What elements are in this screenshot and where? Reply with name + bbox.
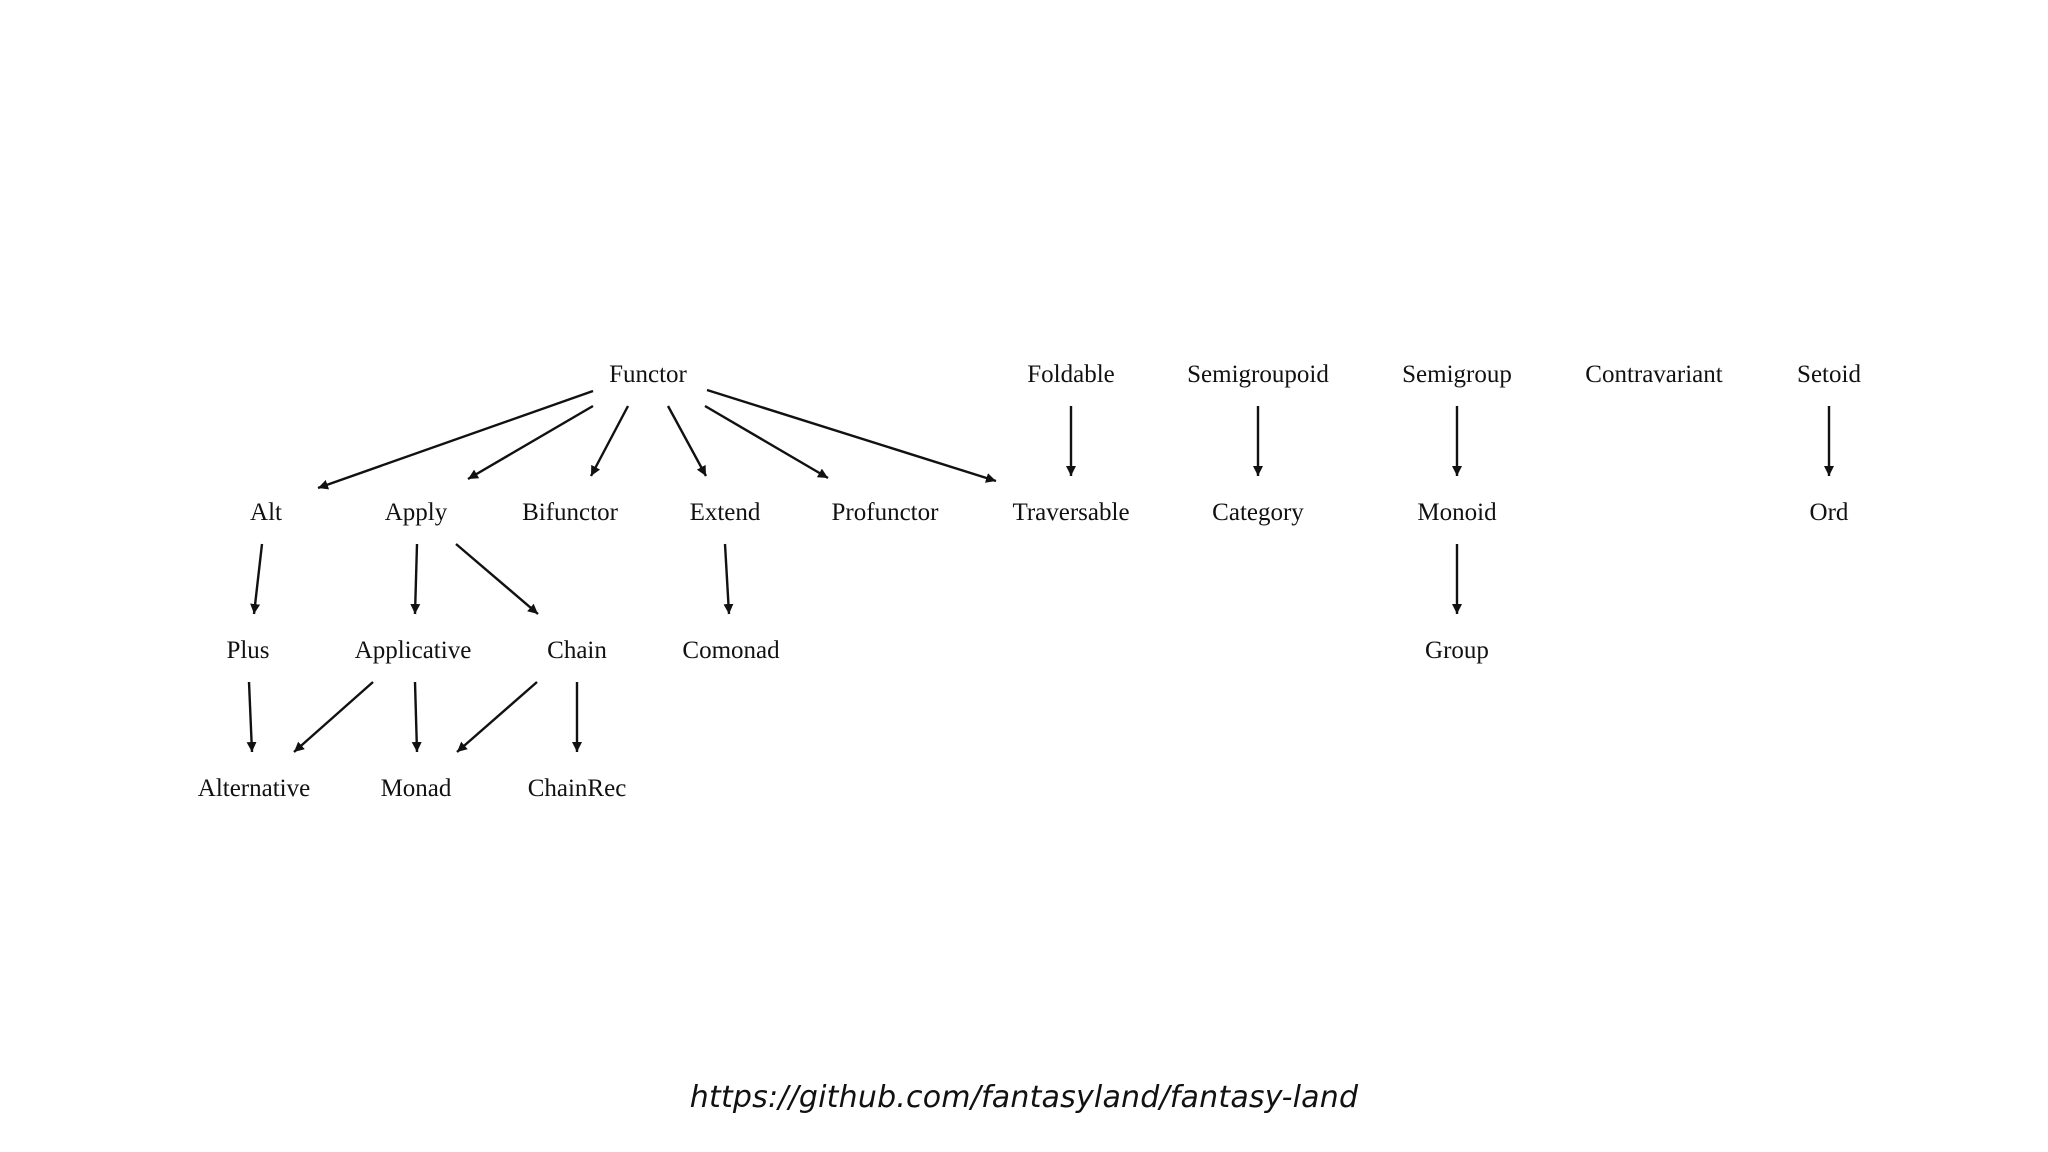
node-alt: Alt xyxy=(250,499,282,526)
edge-alt-to-plus xyxy=(250,543,264,615)
node-contravariant: Contravariant xyxy=(1585,361,1723,388)
node-bifunctor: Bifunctor xyxy=(522,499,618,526)
edge-chain-to-monad xyxy=(456,681,538,753)
edge-applicative-to-monad xyxy=(411,681,422,753)
node-plus: Plus xyxy=(226,637,269,664)
node-profunctor: Profunctor xyxy=(832,499,940,526)
node-monad: Monad xyxy=(381,775,452,802)
edge-functor-to-extend xyxy=(666,405,708,477)
edge-functor-to-alt xyxy=(317,389,594,490)
edge-extend-to-comonad xyxy=(723,543,734,615)
edge-functor-to-profunctor xyxy=(704,404,829,480)
nodes: Functor Foldable Semigroupoid Semigroup Cont… xyxy=(198,361,1862,802)
node-category: Category xyxy=(1212,499,1304,526)
edge-apply-to-applicative xyxy=(410,543,421,615)
edge-functor-to-traversable xyxy=(706,388,997,483)
node-applicative: Applicative xyxy=(355,637,472,664)
node-extend: Extend xyxy=(690,499,761,526)
node-semigroupoid: Semigroupoid xyxy=(1187,361,1329,388)
edge-apply-to-chain xyxy=(455,543,539,615)
node-traversable: Traversable xyxy=(1012,499,1129,526)
node-monoid: Monoid xyxy=(1417,499,1497,526)
source-url[interactable]: https://github.com/fantasyland/fantasy-l… xyxy=(689,1080,1359,1115)
node-apply: Apply xyxy=(385,499,448,526)
node-chainrec: ChainRec xyxy=(528,775,627,802)
edge-plus-to-alternative xyxy=(246,681,257,753)
edge-functor-to-apply xyxy=(467,404,594,481)
node-group: Group xyxy=(1425,637,1489,664)
node-chain: Chain xyxy=(547,637,607,664)
node-functor: Functor xyxy=(609,361,687,388)
edge-functor-to-bifunctor xyxy=(589,405,630,477)
node-ord: Ord xyxy=(1810,499,1849,526)
edges xyxy=(246,388,1834,753)
edge-applicative-to-alternative xyxy=(293,681,374,753)
node-setoid: Setoid xyxy=(1797,361,1861,388)
node-alternative: Alternative xyxy=(198,775,310,802)
node-foldable: Foldable xyxy=(1027,361,1115,388)
node-comonad: Comonad xyxy=(682,637,780,664)
node-semigroup: Semigroup xyxy=(1402,361,1512,388)
